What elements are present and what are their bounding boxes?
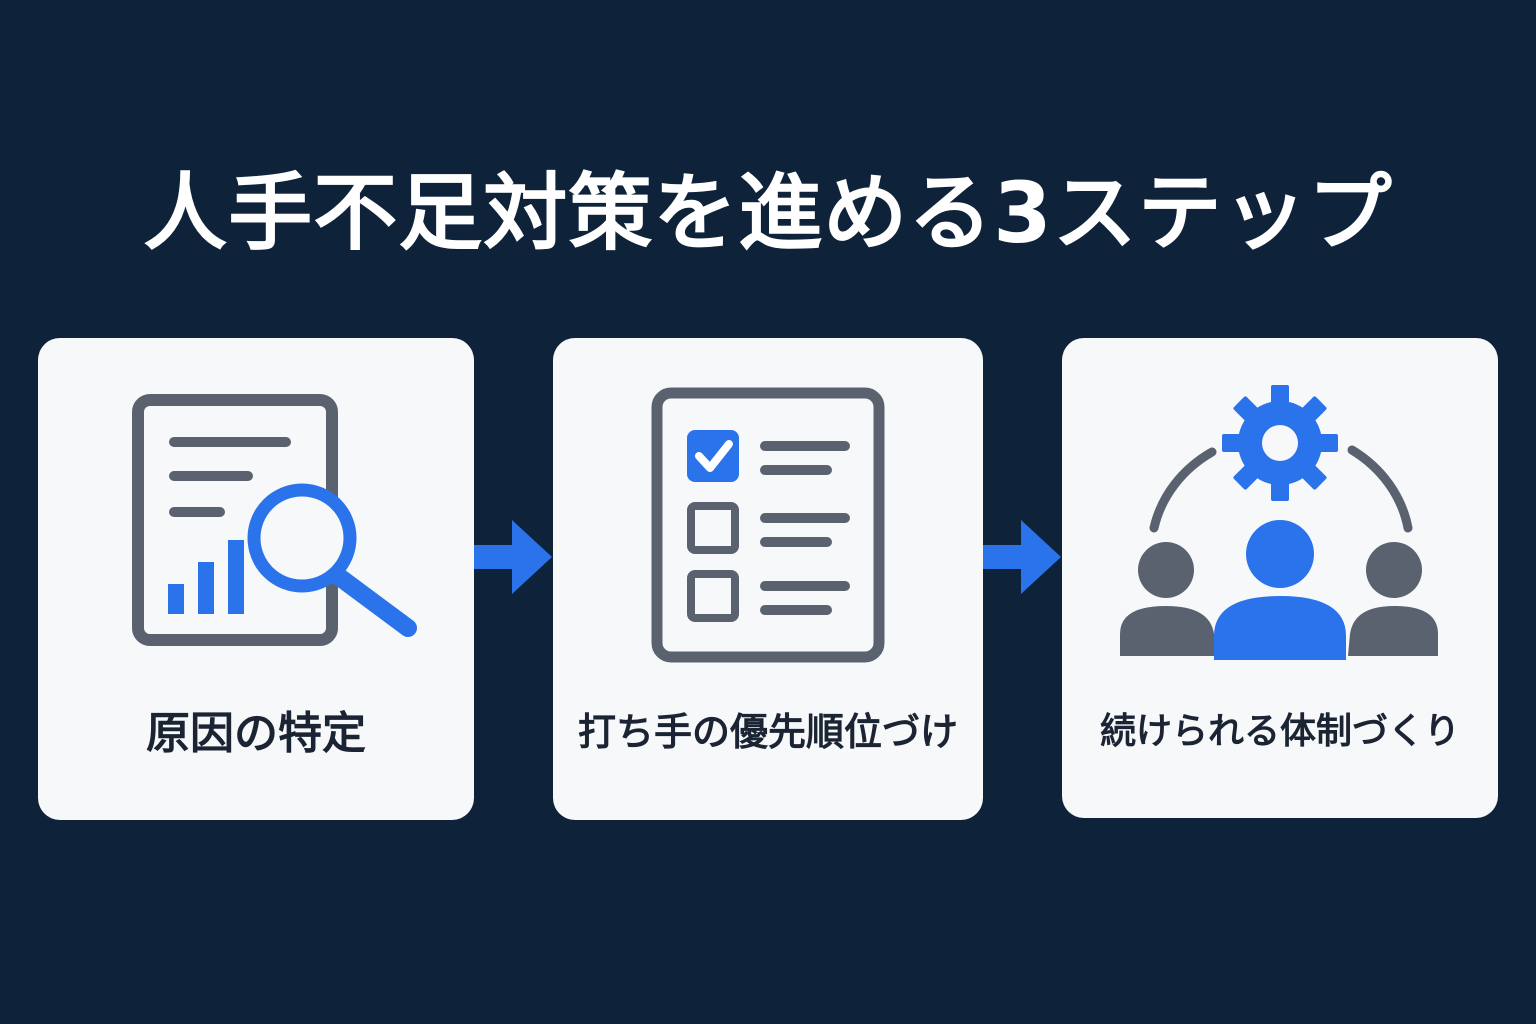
checklist-icon — [651, 387, 885, 663]
step-label-2: 打ち手の優先順位づけ — [577, 710, 958, 754]
document-search-chart-icon — [132, 394, 417, 646]
step-card-3: 続けられる体制づくり — [1062, 338, 1498, 818]
step-card-2: 打ち手の優先順位づけ — [553, 338, 983, 820]
page-title: 人手不足対策を進める3ステップ — [143, 164, 1393, 262]
step-card-1: 原因の特定 — [38, 338, 474, 820]
arrow-right-icon — [474, 520, 552, 594]
team-gear-icon — [1120, 385, 1438, 660]
step-label-3: 続けられる体制づくり — [1099, 711, 1460, 752]
step-label-1: 原因の特定 — [146, 708, 366, 759]
arrow-right-icon — [983, 520, 1061, 594]
